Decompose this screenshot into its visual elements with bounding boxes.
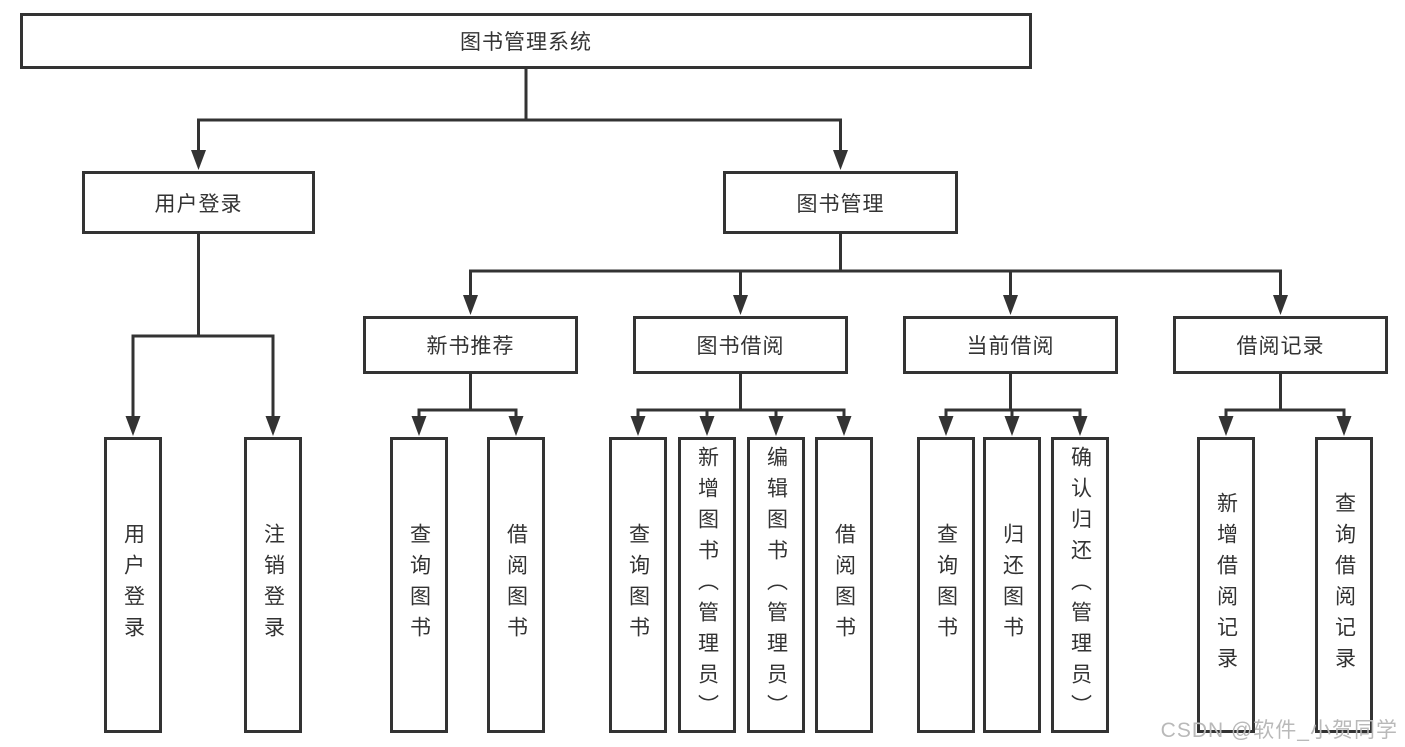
leaf-user-login: 用户登录	[104, 437, 162, 733]
arrowhead	[1218, 416, 1234, 436]
leaf-logout: 注销登录	[244, 437, 302, 733]
leaf-query-books-3: 查询图书	[917, 437, 975, 733]
node-user-login: 用户登录	[82, 171, 315, 234]
node-root: 图书管理系统	[20, 13, 1032, 69]
leaf-confirm-return-admin: 确认归还（管理员）	[1051, 437, 1109, 733]
arrowhead	[508, 416, 524, 436]
arrowhead	[836, 416, 852, 436]
arrowhead	[265, 416, 281, 436]
arrowhead	[733, 295, 748, 315]
arrowhead	[1003, 295, 1018, 315]
arrowhead	[411, 416, 427, 436]
arrowhead	[191, 150, 206, 170]
leaf-return-books: 归还图书	[983, 437, 1041, 733]
leaf-borrow-books-1: 借阅图书	[487, 437, 545, 733]
leaf-query-books-1: 查询图书	[390, 437, 448, 733]
arrowhead	[1336, 416, 1352, 436]
arrowhead	[1273, 295, 1288, 315]
csdn-watermark: CSDN @软件_小贺同学	[1160, 719, 1398, 742]
arrowhead	[1004, 416, 1020, 436]
arrowhead	[768, 416, 784, 436]
leaf-query-books-2: 查询图书	[609, 437, 667, 733]
arrowhead	[630, 416, 646, 436]
arrowhead	[463, 295, 478, 315]
leaf-query-borrow-record: 查询借阅记录	[1315, 437, 1373, 733]
arrowhead	[1072, 416, 1088, 436]
leaf-add-borrow-record: 新增借阅记录	[1197, 437, 1255, 733]
leaf-borrow-books-2: 借阅图书	[815, 437, 873, 733]
node-book-management: 图书管理	[723, 171, 958, 234]
node-borrow-records: 借阅记录	[1173, 316, 1388, 374]
arrowhead	[699, 416, 715, 436]
arrowhead	[125, 416, 141, 436]
node-current-borrow: 当前借阅	[903, 316, 1118, 374]
node-book-borrow: 图书借阅	[633, 316, 848, 374]
leaf-edit-books-admin: 编辑图书（管理员）	[747, 437, 805, 733]
leaf-add-books-admin: 新增图书（管理员）	[678, 437, 736, 733]
node-new-book-recommend: 新书推荐	[363, 316, 578, 374]
arrowhead	[833, 150, 848, 170]
arrowhead	[938, 416, 954, 436]
